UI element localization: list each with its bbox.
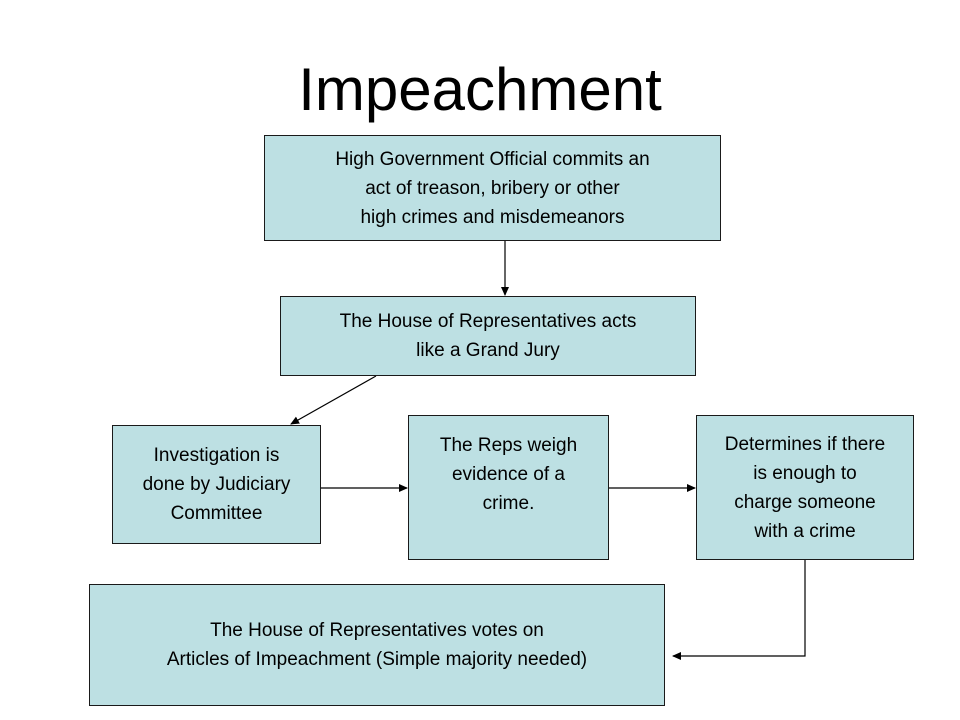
node-house-grand-jury: The House of Representatives acts like a…: [280, 296, 696, 376]
node-determines-text: Determines if there is enough to charge …: [724, 433, 886, 542]
node-investigation: Investigation is done by Judiciary Commi…: [112, 425, 321, 544]
node-investigation-text: Investigation is done by Judiciary Commi…: [142, 445, 291, 524]
node-house-votes: The House of Representatives votes on Ar…: [89, 584, 665, 706]
node-official-text: High Government Official commits an act …: [335, 148, 650, 228]
node-determines: Determines if there is enough to charge …: [696, 415, 914, 560]
node-weigh-evidence: The Reps weigh evidence of a crime.: [408, 415, 609, 560]
node-weigh-evidence-text: The Reps weigh evidence of a crime.: [439, 435, 578, 514]
arrow-house-to-investigation: [290, 375, 377, 425]
node-official-commits-crime: High Government Official commits an act …: [264, 135, 721, 241]
arrow-determines-to-votes: [672, 560, 806, 660]
node-house-grand-jury-text: The House of Representatives acts like a…: [339, 311, 637, 361]
node-house-votes-text: The House of Representatives votes on Ar…: [166, 620, 588, 670]
slide-title: Impeachment: [298, 56, 662, 123]
